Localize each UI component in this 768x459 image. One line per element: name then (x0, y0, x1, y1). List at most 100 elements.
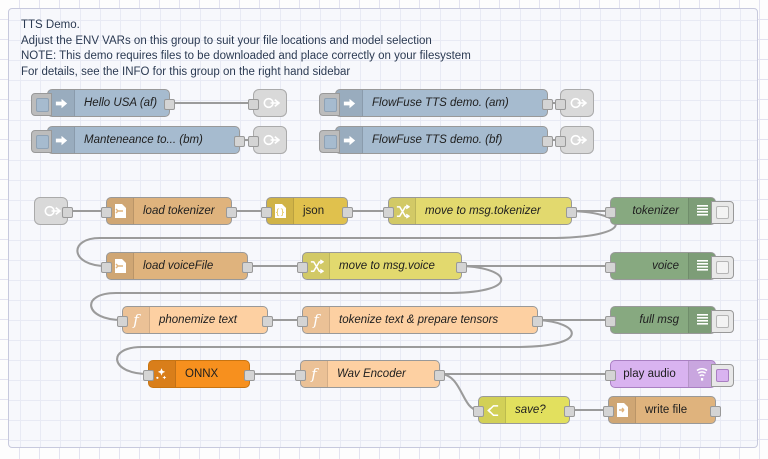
debug-node-tokenizer[interactable]: tokenizer (605, 197, 734, 225)
function-node-tokenize-tensors[interactable]: f tokenize text & prepare tensors (297, 306, 543, 334)
node-label: Wav Encoder (337, 368, 406, 380)
inject-arrow-icon (336, 127, 363, 153)
file-in-node-load-voicefile[interactable]: load voiceFile (101, 252, 253, 280)
wire-tokenize-to-onnx (116, 318, 573, 376)
audio-toggle-button[interactable] (711, 364, 734, 387)
file-node-write-file[interactable]: write file (603, 396, 721, 424)
link-out-node-4[interactable] (555, 126, 596, 154)
link-in-icon (35, 198, 70, 224)
output-port[interactable] (542, 136, 553, 147)
inject-node-label: Hello USA (af) (84, 97, 158, 109)
link-out-node-2[interactable] (248, 126, 287, 154)
input-port[interactable] (383, 207, 394, 218)
node-label: phonemize text (159, 314, 237, 326)
input-port[interactable] (605, 370, 616, 381)
inject-trigger-button[interactable] (319, 93, 340, 116)
json-node[interactable]: {} json (261, 197, 353, 225)
input-port[interactable] (248, 136, 259, 147)
debug-bars-icon (688, 253, 715, 279)
debug-node-voice[interactable]: voice (605, 252, 734, 280)
inject-trigger-button[interactable] (31, 93, 52, 116)
input-port[interactable] (295, 370, 306, 381)
debug-toggle-button[interactable] (711, 201, 734, 224)
input-port[interactable] (248, 99, 259, 110)
input-port[interactable] (555, 99, 566, 110)
output-port[interactable] (342, 207, 353, 218)
input-port[interactable] (473, 406, 484, 417)
input-port[interactable] (101, 207, 112, 218)
onnx-node[interactable]: ONNX (143, 360, 255, 388)
input-port[interactable] (117, 316, 128, 327)
inject-arrow-icon (336, 90, 363, 116)
link-out-icon (561, 127, 596, 153)
link-out-node-1[interactable] (248, 89, 289, 117)
inject-node-label: FlowFuse TTS demo. (am) (372, 97, 509, 109)
input-port[interactable] (297, 316, 308, 327)
node-label: save? (515, 404, 546, 416)
svg-text:f: f (132, 312, 141, 328)
inject-node-maintenance[interactable]: Manteneance to... (bm) (31, 126, 245, 154)
link-out-icon (561, 90, 596, 116)
node-label: write file (645, 404, 688, 416)
link-out-icon (254, 90, 289, 116)
output-port[interactable] (564, 406, 575, 417)
switch-icon (479, 397, 506, 423)
output-port[interactable] (242, 262, 253, 273)
debug-toggle-button[interactable] (711, 256, 734, 279)
input-port[interactable] (603, 406, 614, 417)
link-in-node[interactable] (34, 197, 73, 225)
output-port[interactable] (226, 207, 237, 218)
output-port[interactable] (710, 406, 721, 417)
input-port[interactable] (605, 316, 616, 327)
function-node-phonemize-text[interactable]: f phonemize text (117, 306, 273, 334)
speaker-wave-icon (688, 361, 715, 387)
input-port[interactable] (297, 262, 308, 273)
output-port[interactable] (566, 207, 577, 218)
output-port[interactable] (532, 316, 543, 327)
node-label: json (303, 205, 325, 217)
node-label: full msg (639, 314, 679, 326)
audio-out-node-play-audio[interactable]: play audio (605, 360, 734, 388)
inject-trigger-button[interactable] (31, 130, 52, 153)
input-port[interactable] (555, 136, 566, 147)
inject-arrow-icon (48, 90, 75, 116)
output-port[interactable] (234, 136, 245, 147)
output-port[interactable] (434, 370, 445, 381)
input-port[interactable] (605, 262, 616, 273)
inject-node-label: FlowFuse TTS demo. (bf) (372, 134, 503, 146)
change-node-move-voice[interactable]: move to msg.voice (297, 252, 467, 280)
output-port[interactable] (62, 207, 73, 218)
svg-text:f: f (312, 312, 321, 328)
wire-wavencoder-to-save (439, 372, 479, 412)
output-port[interactable] (542, 99, 553, 110)
file-icon (107, 198, 134, 224)
node-label: load tokenizer (143, 205, 215, 217)
change-node-move-tokenizer[interactable]: move to msg.tokenizer (383, 197, 577, 225)
output-port[interactable] (262, 316, 273, 327)
input-port[interactable] (101, 262, 112, 273)
file-in-node-load-tokenizer[interactable]: load tokenizer (101, 197, 237, 225)
inject-node-bf[interactable]: FlowFuse TTS demo. (bf) (319, 126, 553, 154)
input-port[interactable] (143, 370, 154, 381)
node-label: voice (652, 260, 679, 272)
function-node-wav-encoder[interactable]: f Wav Encoder (295, 360, 445, 388)
inject-node-hello-usa[interactable]: Hello USA (af) (31, 89, 175, 117)
inject-trigger-button[interactable] (319, 130, 340, 153)
output-port[interactable] (244, 370, 255, 381)
output-port[interactable] (456, 262, 467, 273)
node-label: load voiceFile (143, 260, 214, 272)
inject-node-am[interactable]: FlowFuse TTS demo. (am) (319, 89, 553, 117)
node-label: ONNX (185, 368, 219, 380)
node-label: play audio (623, 368, 676, 380)
input-port[interactable] (261, 207, 272, 218)
input-port[interactable] (605, 207, 616, 218)
debug-bars-icon (688, 198, 715, 224)
node-label: tokenize text & prepare tensors (339, 314, 499, 326)
output-port[interactable] (164, 99, 175, 110)
debug-toggle-button[interactable] (711, 310, 734, 333)
link-out-node-3[interactable] (555, 89, 596, 117)
switch-node-save[interactable]: save? (473, 396, 575, 424)
debug-node-full-msg[interactable]: full msg (605, 306, 734, 334)
